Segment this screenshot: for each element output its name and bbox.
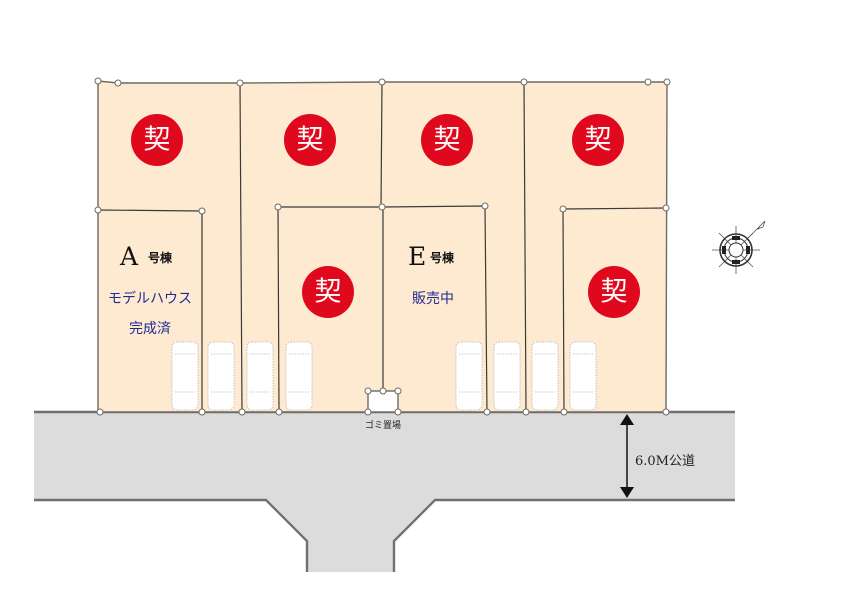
house-e-status: 販売中 <box>412 291 454 307</box>
road-width-dimension: 6.0M公道 <box>620 414 695 498</box>
svg-text:号棟: 号棟 <box>430 250 455 265</box>
svg-text:A: A <box>119 242 139 271</box>
lot-boundaries <box>97 81 667 413</box>
contract-seal: 契 <box>421 114 473 166</box>
contract-seal: 契 <box>588 266 640 318</box>
car-icon <box>285 341 313 411</box>
svg-text:契: 契 <box>144 125 171 156</box>
svg-text:契: 契 <box>315 277 342 308</box>
contract-seal: 契 <box>131 114 183 166</box>
svg-text:契: 契 <box>297 125 324 156</box>
car-icon <box>207 341 235 411</box>
svg-text:契: 契 <box>585 125 612 156</box>
house-a-status-model: モデルハウス <box>108 290 192 307</box>
svg-text:契: 契 <box>434 125 461 156</box>
contract-seal: 契 <box>284 114 336 166</box>
house-a-status-complete: 完成済 <box>129 321 171 337</box>
car-icon <box>493 341 521 411</box>
boundary-markers <box>94 77 671 416</box>
garbage-label: ゴミ置場 <box>365 419 401 431</box>
parking-spaces <box>171 341 597 411</box>
compass-rose-icon <box>712 220 766 274</box>
contract-seal: 契 <box>572 114 624 166</box>
svg-text:号棟: 号棟 <box>148 250 173 265</box>
arrow-down-icon <box>620 487 634 498</box>
contract-seal: 契 <box>302 266 354 318</box>
car-icon <box>569 341 597 411</box>
svg-text:契: 契 <box>601 277 628 308</box>
arrow-up-icon <box>620 414 634 425</box>
car-icon <box>171 341 199 411</box>
house-a-label: A 号棟 モデルハウス 完成済 <box>108 242 192 337</box>
car-icon <box>246 341 274 411</box>
car-icon <box>455 341 483 411</box>
svg-text:E: E <box>408 242 426 271</box>
house-e-label: E 号棟 販売中 <box>408 242 455 307</box>
north-arrow-icon <box>756 220 766 230</box>
road-label: 6.0M公道 <box>635 454 695 469</box>
car-icon <box>531 341 559 411</box>
